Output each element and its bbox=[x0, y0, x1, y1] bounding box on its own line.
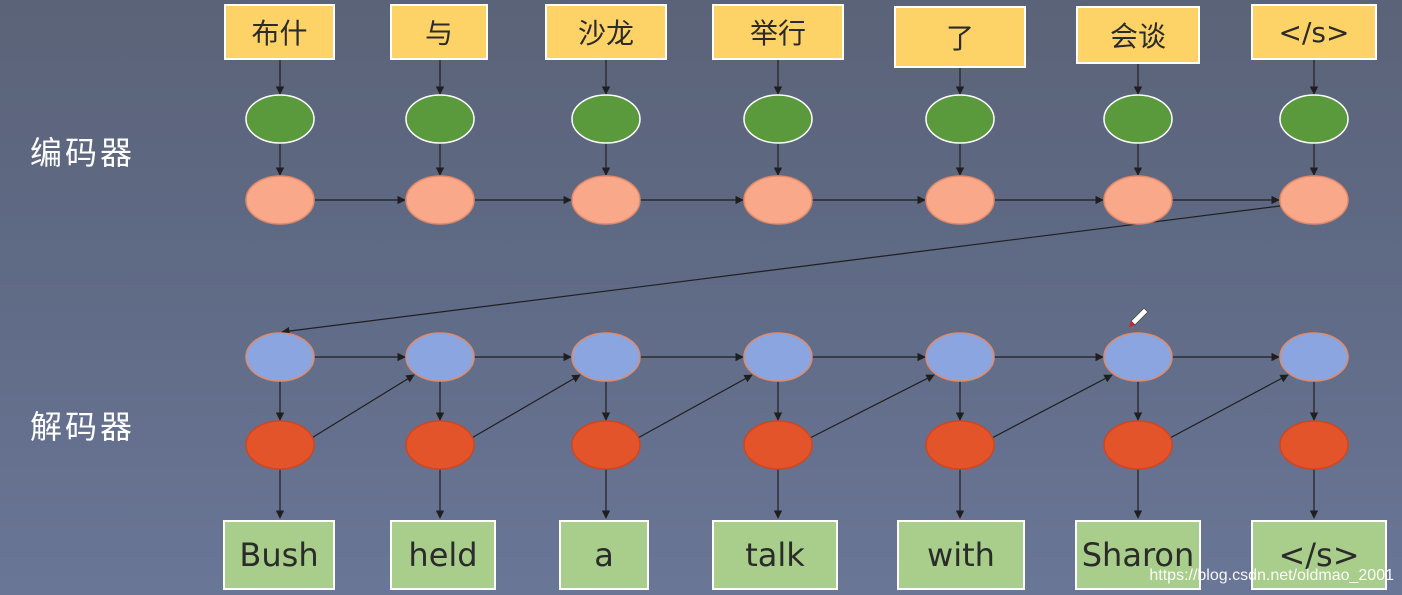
decoder-hidden-node bbox=[405, 332, 475, 382]
decoder-output-node bbox=[405, 420, 475, 470]
decoder-hidden-node bbox=[571, 332, 641, 382]
decoder-output-node bbox=[925, 420, 995, 470]
encoder-hidden-node bbox=[743, 175, 813, 225]
encoder-hidden-node bbox=[1103, 175, 1173, 225]
encoder-embedding-node bbox=[743, 94, 813, 144]
encoder-hidden-node bbox=[571, 175, 641, 225]
source-token: 与 bbox=[390, 4, 488, 60]
decoder-output-node bbox=[1103, 420, 1173, 470]
target-token: Sharon bbox=[1075, 520, 1201, 590]
decoder-output-node bbox=[571, 420, 641, 470]
source-token: 了 bbox=[894, 6, 1026, 68]
arrow bbox=[807, 374, 935, 440]
encoder-embedding-node bbox=[1103, 94, 1173, 144]
decoder-output-node bbox=[1279, 420, 1349, 470]
source-token: </s> bbox=[1251, 4, 1377, 60]
watermark: https://blog.csdn.net/oldmao_2001 bbox=[1149, 567, 1394, 584]
target-token: a bbox=[559, 520, 649, 590]
encoder-hidden-node bbox=[1279, 175, 1349, 225]
decoder-hidden-node bbox=[925, 332, 995, 382]
arrow bbox=[1167, 374, 1289, 440]
encoder-embedding-node bbox=[245, 94, 315, 144]
source-token: 会谈 bbox=[1076, 6, 1200, 64]
source-token: 举行 bbox=[712, 4, 844, 60]
decoder-hidden-node bbox=[245, 332, 315, 382]
encoder-hidden-node bbox=[245, 175, 315, 225]
encoder-hidden-node bbox=[405, 175, 475, 225]
decoder-hidden-node bbox=[1103, 332, 1173, 382]
arrow bbox=[281, 205, 1281, 336]
target-token: </s> bbox=[1251, 520, 1387, 590]
encoder-label: 编码器 bbox=[30, 134, 136, 172]
target-token: Bush bbox=[223, 520, 335, 590]
decoder-hidden-node bbox=[1279, 332, 1349, 382]
encoder-embedding-node bbox=[571, 94, 641, 144]
arrow bbox=[989, 374, 1113, 440]
source-token: 布什 bbox=[224, 4, 335, 60]
target-token: held bbox=[390, 520, 496, 590]
decoder-output-node bbox=[245, 420, 315, 470]
arrow bbox=[469, 374, 581, 440]
arrow bbox=[309, 374, 415, 440]
encoder-embedding-node bbox=[1279, 94, 1349, 144]
decoder-output-node bbox=[743, 420, 813, 470]
encoder-hidden-node bbox=[925, 175, 995, 225]
decoder-label: 解码器 bbox=[30, 408, 136, 446]
target-token: talk bbox=[712, 520, 838, 590]
arrow bbox=[635, 374, 753, 440]
target-token: with bbox=[897, 520, 1025, 590]
source-token: 沙龙 bbox=[545, 4, 667, 60]
encoder-embedding-node bbox=[405, 94, 475, 144]
pen-cursor-icon bbox=[1129, 307, 1149, 327]
decoder-hidden-node bbox=[743, 332, 813, 382]
encoder-embedding-node bbox=[925, 94, 995, 144]
